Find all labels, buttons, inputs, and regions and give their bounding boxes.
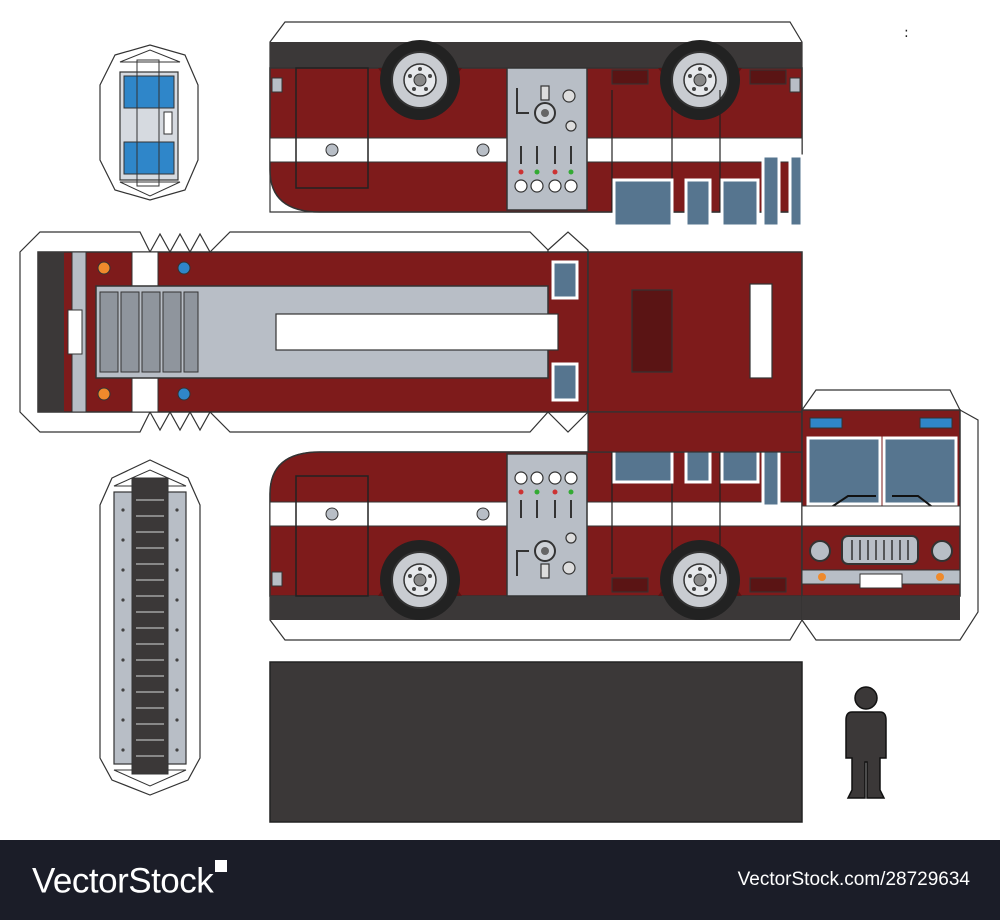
registered-mark-icon: ® (215, 860, 228, 872)
front-face-panel (801, 389, 979, 641)
image-id-text: VectorStock.com/28729634 (737, 869, 970, 890)
brand-text: VectorStock (32, 861, 214, 901)
base-plate (269, 661, 803, 823)
svg-text::: : (904, 25, 909, 41)
side-panel-top (269, 21, 804, 228)
ladder-part (99, 459, 201, 796)
figure-icon (845, 686, 887, 799)
footer-bar: VectorStock® VectorStock.com/28729634 (0, 840, 1000, 920)
cab-roof-panel (587, 251, 803, 413)
brand-logo[interactable]: VectorStock® (32, 860, 228, 901)
roof-beacon-part (99, 44, 199, 201)
side-panel-bottom (269, 411, 803, 641)
paper-model-sheet: : (19, 21, 979, 823)
roof-panel (19, 231, 589, 433)
